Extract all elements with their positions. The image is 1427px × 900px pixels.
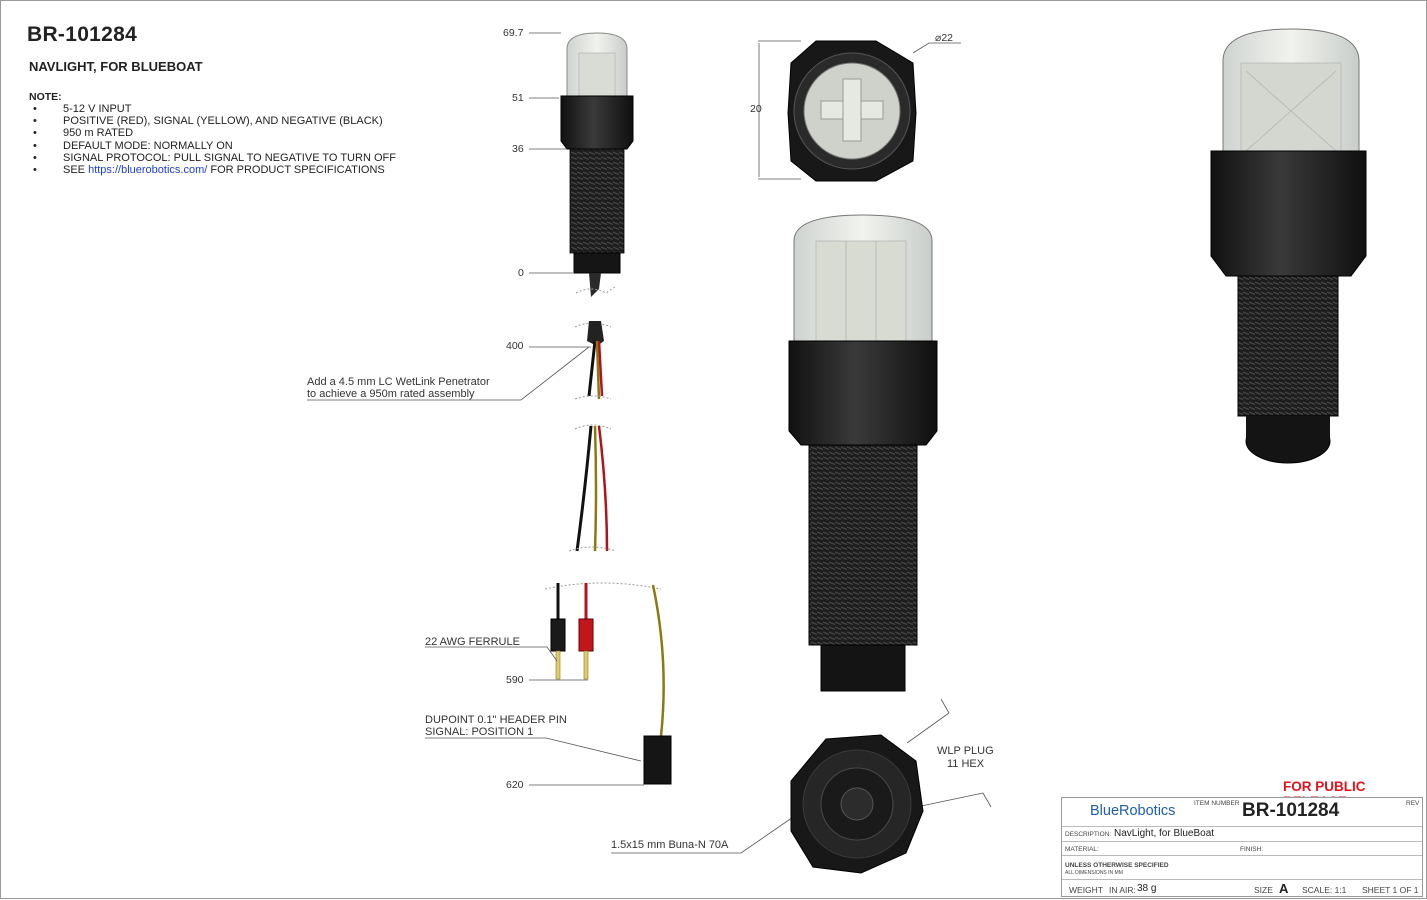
company-logo: BlueRobotics [1090, 803, 1176, 819]
unless-specified: UNLESS OTHERWISE SPECIFIED [1065, 862, 1169, 869]
top-view [758, 40, 961, 182]
weight-label: WEIGHT [1069, 885, 1103, 895]
cable-segment-upper [529, 321, 612, 400]
bottom-view [790, 698, 992, 874]
product-link[interactable]: https://bluerobotics.com/ [88, 164, 208, 177]
callout-wlp-line1: WLP PLUG [937, 745, 994, 757]
callout-penetrator-line2: to achieve a 950m rated assembly [307, 388, 475, 400]
weight-row: WEIGHT IN AIR: 38 g SIZE A SCALE: 1:1 SH… [1062, 880, 1422, 897]
note-prefix: SEE [63, 164, 89, 177]
note-item: DEFAULT MODE: NORMALLY ON [33, 140, 396, 152]
finish-label: FINISH: [1240, 846, 1264, 853]
cable-terminations [529, 582, 672, 786]
in-air-label: IN AIR: [1109, 885, 1136, 895]
part-number-title: BR-101284 [27, 23, 138, 46]
item-number: BR-101284 [1242, 800, 1340, 821]
notes-title: NOTE: [29, 91, 62, 103]
sheet-value: SHEET 1 OF 1 [1362, 885, 1419, 895]
dim-diameter: ⌀22 [935, 32, 954, 44]
note-suffix: FOR PRODUCT SPECIFICATIONS [207, 164, 385, 177]
note-item: SEE https://bluerobotics.com/ FOR PRODUC… [33, 164, 396, 176]
material-row: MATERIAL: FINISH: [1062, 842, 1422, 856]
size-label: SIZE [1254, 885, 1273, 895]
dim-36: 36 [512, 143, 524, 155]
callout-penetrator-line1: Add a 4.5 mm LC WetLink Penetrator [307, 376, 490, 388]
material-label: MATERIAL: [1065, 846, 1099, 853]
weight-value: 38 g [1137, 883, 1157, 894]
note-item: 5-12 V INPUT [33, 103, 396, 115]
callout-oring: 1.5x15 mm Buna-N 70A [611, 839, 729, 851]
note-item: SIGNAL PROTOCOL: PULL SIGNAL TO NEGATIVE… [33, 152, 396, 164]
item-number-label: ITEM NUMBER [1194, 800, 1240, 807]
scale-value: SCALE: 1:1 [1302, 885, 1347, 895]
description-row: DESCRIPTION: NavLight, for BlueBoat [1062, 827, 1422, 842]
cable-segment-middle [568, 424, 617, 552]
title-block: BlueRobotics ITEM NUMBER BR-101284 REV D… [1061, 797, 1423, 897]
dim-51: 51 [512, 92, 524, 104]
dim-590: 590 [506, 674, 524, 686]
callout-wlp-line2: 11 HEX [947, 758, 985, 770]
dims-in-mm: ALL DIMENSIONS IN MM [1065, 870, 1123, 876]
callout-ferrule: 22 AWG FERRULE [425, 636, 520, 648]
callout-dupont-line1: DUPOINT 0.1" HEADER PIN [425, 714, 567, 726]
rev-label: REV [1406, 800, 1420, 807]
part-name: NAVLIGHT, FOR BLUEBOAT [29, 59, 203, 74]
dim-620: 620 [506, 779, 524, 791]
description-value: NavLight, for BlueBoat [1114, 828, 1215, 839]
description-label: DESCRIPTION: [1065, 831, 1112, 838]
dim-height-20: 20 [750, 103, 762, 115]
note-item: POSITIVE (RED), SIGNAL (YELLOW), AND NEG… [33, 115, 396, 127]
title-block-header-row: BlueRobotics ITEM NUMBER BR-101284 REV [1062, 798, 1422, 827]
isometric-view [1210, 28, 1367, 464]
dim-0: 0 [518, 267, 524, 279]
dim-69-7: 69.7 [503, 27, 524, 39]
leader-lines [307, 346, 984, 854]
notes-list: 5-12 V INPUT POSITIVE (RED), SIGNAL (YEL… [33, 103, 396, 176]
callout-dupont-line2: SIGNAL: POSITION 1 [425, 726, 534, 738]
front-view [788, 214, 938, 692]
side-view-small [529, 32, 634, 297]
note-item: 950 m RATED [33, 127, 396, 139]
size-value: A [1279, 881, 1289, 896]
dim-400: 400 [506, 340, 524, 352]
tolerance-row: UNLESS OTHERWISE SPECIFIED ALL DIMENSION… [1062, 856, 1422, 880]
